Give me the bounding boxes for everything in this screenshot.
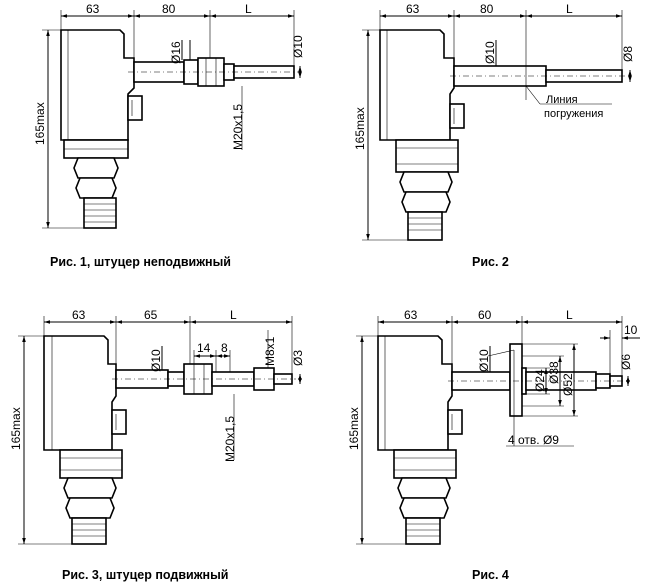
fig4-dim-d5: Ø6 — [619, 354, 633, 370]
fig4-dim-height: 165max — [347, 407, 361, 450]
fig2-dim-w1: 63 — [406, 2, 420, 16]
fig4-dim-w3: L — [566, 308, 573, 322]
fig4-dim-d1: Ø10 — [477, 349, 491, 372]
figure-2: 63 80 L 165max Ø10 Ø8 Линия погружения Р… — [353, 2, 635, 269]
fig1-dim-d1: Ø16 — [169, 41, 183, 64]
fig3-dim-w3: L — [230, 308, 237, 322]
fig4-dim-w2: 60 — [478, 308, 492, 322]
fig3-dim-d2: Ø3 — [291, 350, 305, 366]
fig1-dim-w1: 63 — [86, 2, 100, 16]
figure-3: 63 65 L 14 8 165max Ø10 M8x1 Ø3 M20x1,5 … — [9, 308, 305, 582]
figure-4: 63 60 L 10 165max Ø10 Ø24 Ø38 Ø52 Ø6 — [347, 308, 640, 582]
fig1-caption: Рис. 1, штуцер неподвижный — [50, 255, 231, 269]
fig2-dimensions: 63 80 L 165max Ø10 Ø8 Линия погружения — [353, 2, 635, 241]
fig3-probe — [112, 363, 296, 395]
fig4-dim-d3: Ø38 — [547, 361, 561, 384]
fig2-dim-height: 165max — [353, 107, 367, 150]
fig2-note-line1: Линия — [546, 94, 578, 106]
fig1-dim-w3: L — [245, 2, 252, 16]
fig4-dim-d4: Ø52 — [561, 373, 575, 396]
fig1-dim-height: 165max — [33, 102, 47, 145]
fig3-dim-a: 14 — [197, 341, 211, 355]
fig2-dim-d1: Ø10 — [483, 41, 497, 64]
fig1-dim-w2: 80 — [162, 2, 176, 16]
fig1-dim-d2: Ø10 — [291, 35, 305, 58]
fig2-sensor-head — [379, 29, 465, 241]
figure-1: 63 80 L 165max Ø16 Ø10 M20x1,5 Рис. 1, ш… — [33, 2, 305, 269]
fig4-dim-w1: 63 — [404, 308, 418, 322]
fig4-dimensions: 63 60 L 10 165max Ø10 Ø24 Ø38 Ø52 Ø6 — [347, 308, 640, 545]
fig1-sensor-head — [60, 29, 143, 229]
fig2-caption: Рис. 2 — [472, 255, 509, 269]
fig1-probe — [128, 57, 300, 87]
fig1-dim-thread: M20x1,5 — [231, 104, 245, 150]
fig2-dim-w3: L — [566, 2, 573, 16]
fig3-dim-w2: 65 — [144, 308, 158, 322]
fig3-dim-height: 165max — [9, 407, 23, 450]
fig4-dim-d2: Ø24 — [533, 369, 547, 392]
fig3-caption: Рис. 3, штуцер подвижный — [62, 568, 228, 582]
fig2-dim-w2: 80 — [480, 2, 494, 16]
fig1-dimensions: 63 80 L 165max Ø16 Ø10 M20x1,5 — [33, 2, 305, 229]
fig3-dim-thread1: M8x1 — [263, 336, 277, 366]
fig3-dim-b: 8 — [221, 341, 228, 355]
fig3-dim-thread2: M20x1,5 — [223, 416, 237, 462]
fig3-sensor-head — [43, 335, 127, 545]
fig4-sensor-head — [377, 335, 463, 545]
fig4-dim-holes: 4 отв. Ø9 — [508, 433, 559, 447]
fig3-dimensions: 63 65 L 14 8 165max Ø10 M8x1 Ø3 M20x1,5 — [9, 308, 305, 545]
fig2-probe — [450, 65, 630, 87]
fig2-dim-d2: Ø8 — [621, 46, 635, 62]
fig2-note-line2: погружения — [544, 108, 603, 120]
fig4-caption: Рис. 4 — [472, 568, 509, 582]
fig3-dim-d1: Ø10 — [149, 349, 163, 372]
fig3-dim-w1: 63 — [72, 308, 86, 322]
fig4-dim-w4: 10 — [624, 323, 638, 337]
